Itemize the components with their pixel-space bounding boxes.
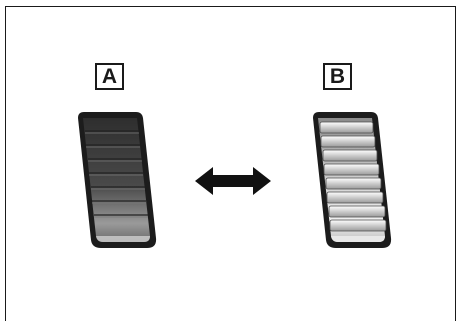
pedal-icon (78, 112, 157, 248)
label-b: B (323, 63, 352, 90)
figure-frame (5, 6, 456, 321)
pedal-icon (313, 112, 392, 248)
double-arrow-icon (195, 167, 271, 195)
label-a: A (95, 63, 124, 90)
